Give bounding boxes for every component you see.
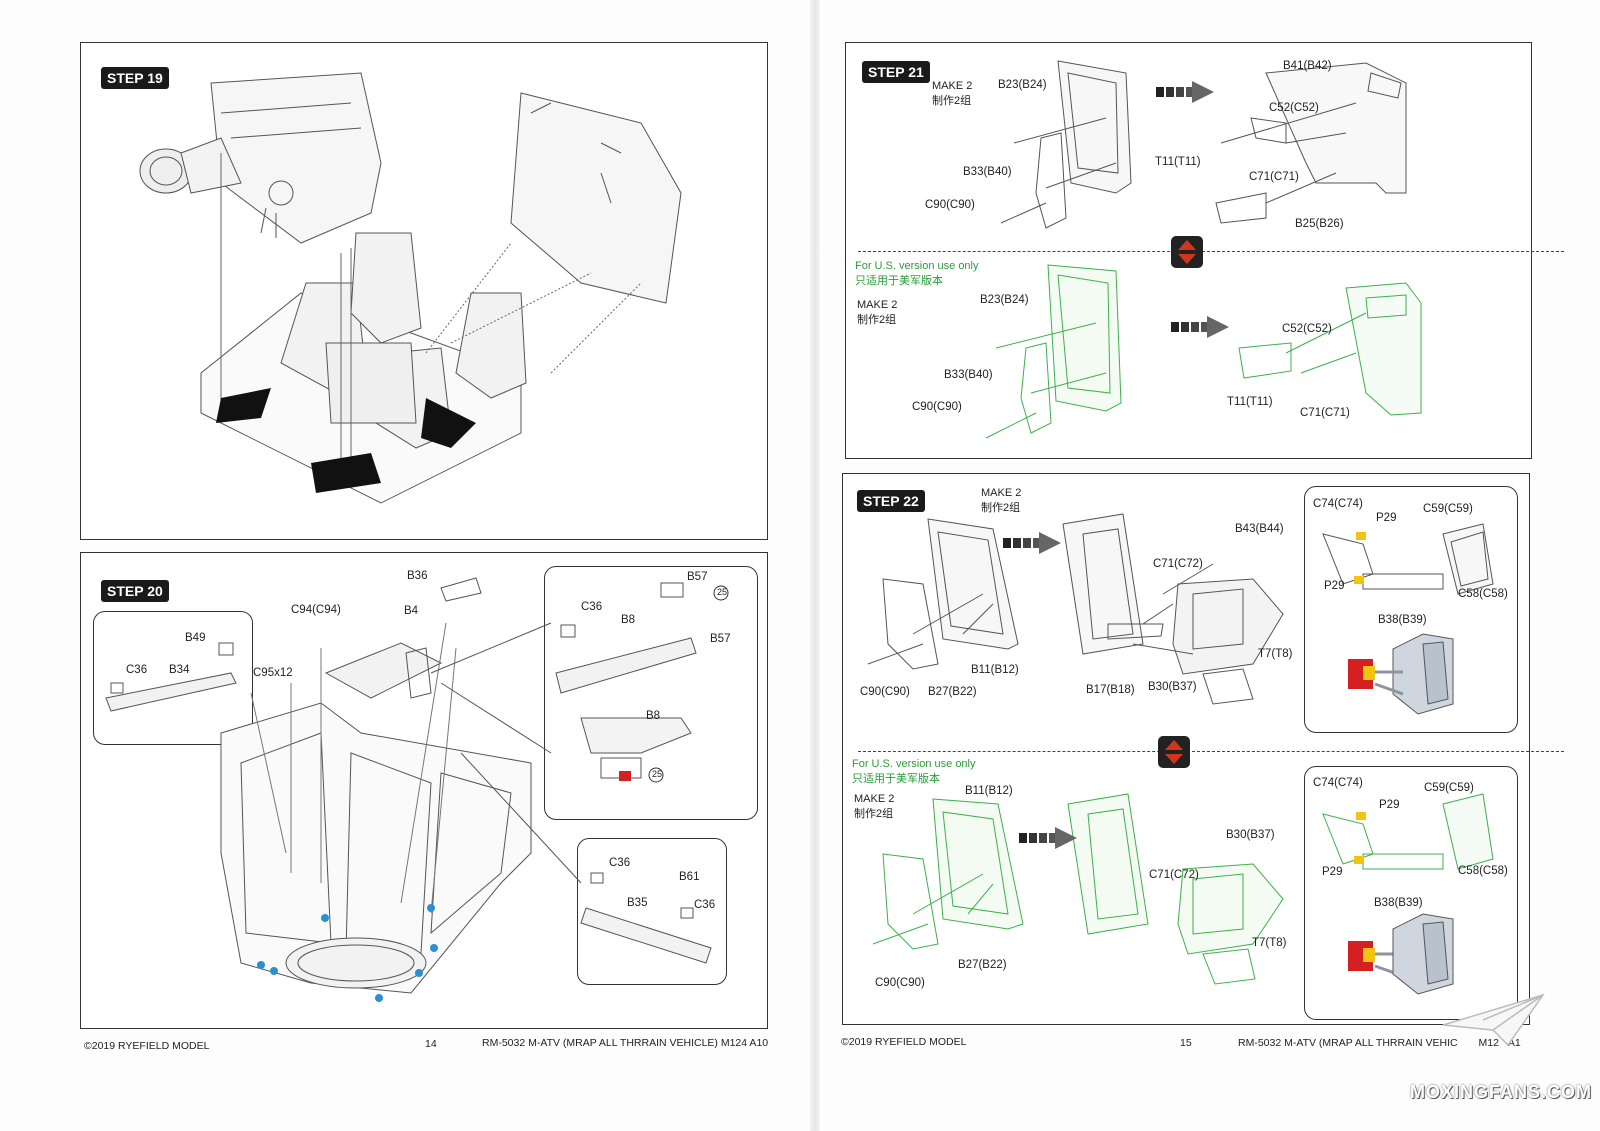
s22-us-label-t7: T7(T8) bbox=[1252, 937, 1287, 949]
step-21-divider bbox=[858, 251, 1564, 252]
right-copyright: ©2019 RYEFIELD MODEL bbox=[841, 1036, 967, 1048]
s22-label-b11: B11(B12) bbox=[971, 664, 1019, 676]
s21-label-b41: B41(B42) bbox=[1283, 60, 1332, 72]
step-21-illustration bbox=[985, 60, 1422, 439]
s22-us-label-c71: C71(C72) bbox=[1149, 869, 1199, 881]
label-c36-b: C36 bbox=[581, 601, 603, 613]
step-22-illustration bbox=[867, 513, 1494, 995]
s22-us-label-b11: B11(B12) bbox=[965, 785, 1013, 797]
label-b49: B49 bbox=[185, 632, 206, 644]
label-b36: B36 bbox=[407, 570, 428, 582]
label-c94: C94(C94) bbox=[291, 604, 341, 616]
step-21-us-arrow bbox=[1171, 316, 1231, 343]
s22-label-p29-b: P29 bbox=[1324, 580, 1345, 592]
step-22-badge: STEP 22 bbox=[857, 490, 925, 512]
label-b57-b: B57 bbox=[710, 633, 731, 645]
right-page-number: 15 bbox=[1180, 1037, 1192, 1049]
s22-label-c59: C59(C59) bbox=[1423, 503, 1473, 515]
s22-label-b38: B38(B39) bbox=[1378, 614, 1427, 626]
label-c36-d: C36 bbox=[694, 899, 716, 911]
s21-label-b25: B25(B26) bbox=[1295, 218, 1344, 230]
step-19-panel: STEP 19 bbox=[80, 42, 768, 540]
label-b34: B34 bbox=[169, 664, 190, 676]
marker-25-a: 25 bbox=[717, 587, 728, 597]
s22-label-c90: C90(C90) bbox=[860, 686, 910, 698]
step-20-illustration bbox=[105, 577, 729, 1002]
paper-plane-logo-icon bbox=[1442, 993, 1545, 1047]
s21-label-b33: B33(B40) bbox=[963, 166, 1012, 178]
step-19-badge: STEP 19 bbox=[101, 67, 169, 89]
s21-us-label-c52: C52(C52) bbox=[1282, 323, 1332, 335]
step-22-arrow bbox=[1003, 532, 1063, 559]
s22-us-label-p29-b: P29 bbox=[1322, 866, 1343, 878]
s22-us-label-p29-a: P29 bbox=[1379, 799, 1400, 811]
label-b8-a: B8 bbox=[621, 614, 636, 626]
s21-label-c71: C71(C71) bbox=[1249, 171, 1299, 183]
step-22-us-note: For U.S. version use only 只适用于美军版本 bbox=[852, 758, 976, 785]
label-b61: B61 bbox=[679, 871, 700, 883]
s22-us-label-c90: C90(C90) bbox=[875, 977, 925, 989]
s21-us-label-b23: B23(B24) bbox=[980, 294, 1029, 306]
s22-us-label-b30: B30(B37) bbox=[1226, 829, 1275, 841]
label-b35: B35 bbox=[627, 897, 648, 909]
left-kit-title: RM-5032 M-ATV (MRAP ALL THRRAIN VEHICLE)… bbox=[482, 1037, 769, 1049]
s22-us-label-b38: B38(B39) bbox=[1374, 897, 1423, 909]
site-watermark: MOXINGFANS.COM bbox=[1409, 1082, 1592, 1102]
step-20-panel: STEP 20 bbox=[80, 552, 768, 1029]
s21-us-label-c90: C90(C90) bbox=[912, 401, 962, 413]
step-22-us-arrow bbox=[1019, 827, 1079, 854]
marker-25-b: 25 bbox=[652, 769, 663, 779]
left-copyright: ©2019 RYEFIELD MODEL bbox=[84, 1040, 210, 1052]
s22-label-c74: C74(C74) bbox=[1313, 498, 1363, 510]
step-21-us-note: For U.S. version use only 只适用于美军版本 bbox=[855, 260, 979, 287]
s22-label-t7: T7(T8) bbox=[1258, 648, 1293, 660]
step-20-badge: STEP 20 bbox=[101, 580, 169, 602]
label-b57-a: B57 bbox=[687, 571, 708, 583]
s22-label-c58: C58(C58) bbox=[1458, 588, 1508, 600]
s21-us-label-b33: B33(B40) bbox=[944, 369, 993, 381]
s21-label-c90: C90(C90) bbox=[925, 199, 975, 211]
step-22-make-note: MAKE 2 制作2组 bbox=[981, 487, 1022, 514]
s22-label-p29-a: P29 bbox=[1376, 512, 1397, 524]
step-20-inset-top-right bbox=[544, 566, 758, 820]
s22-label-b43: B43(B44) bbox=[1235, 523, 1284, 535]
step-21-arrow bbox=[1156, 81, 1216, 108]
s21-label-t11: T11(T11) bbox=[1155, 156, 1201, 168]
label-b4: B4 bbox=[404, 605, 419, 617]
right-kit-title: RM-5032 M-ATV (MRAP ALL THRRAIN VEHIC M1… bbox=[1238, 1037, 1521, 1049]
label-c36-a: C36 bbox=[126, 664, 148, 676]
book-gutter bbox=[810, 0, 820, 1131]
s22-us-label-c59: C59(C59) bbox=[1424, 782, 1474, 794]
step-22-divider bbox=[858, 751, 1564, 752]
s22-label-c71: C71(C72) bbox=[1153, 558, 1203, 570]
left-page-number: 14 bbox=[425, 1038, 437, 1050]
step-19-illustration bbox=[139, 72, 682, 504]
label-b8-b: B8 bbox=[646, 710, 661, 722]
s21-us-label-c71: C71(C71) bbox=[1300, 407, 1350, 419]
swap-icon-step-22 bbox=[1158, 736, 1190, 768]
step-22-us-make-note: MAKE 2 制作2组 bbox=[854, 793, 895, 820]
label-c95x12: C95x12 bbox=[253, 667, 293, 679]
s21-label-c52: C52(C52) bbox=[1269, 102, 1319, 114]
s22-us-label-c74: C74(C74) bbox=[1313, 777, 1363, 789]
swap-icon-step-21 bbox=[1171, 236, 1203, 268]
step-21-us-make-note: MAKE 2 制作2组 bbox=[857, 299, 898, 326]
s21-label-b23: B23(B24) bbox=[998, 79, 1047, 91]
s22-label-b30: B30(B37) bbox=[1148, 681, 1197, 693]
s21-us-label-t11: T11(T11) bbox=[1227, 396, 1273, 408]
s22-us-label-b27: B27(B22) bbox=[958, 959, 1007, 971]
s22-us-label-c58: C58(C58) bbox=[1458, 865, 1508, 877]
s22-label-b27: B27(B22) bbox=[928, 686, 977, 698]
step-21-make-note: MAKE 2 制作2组 bbox=[932, 80, 973, 107]
label-c36-c: C36 bbox=[609, 857, 631, 869]
step-21-badge: STEP 21 bbox=[862, 61, 930, 83]
s22-label-b17: B17(B18) bbox=[1086, 684, 1135, 696]
